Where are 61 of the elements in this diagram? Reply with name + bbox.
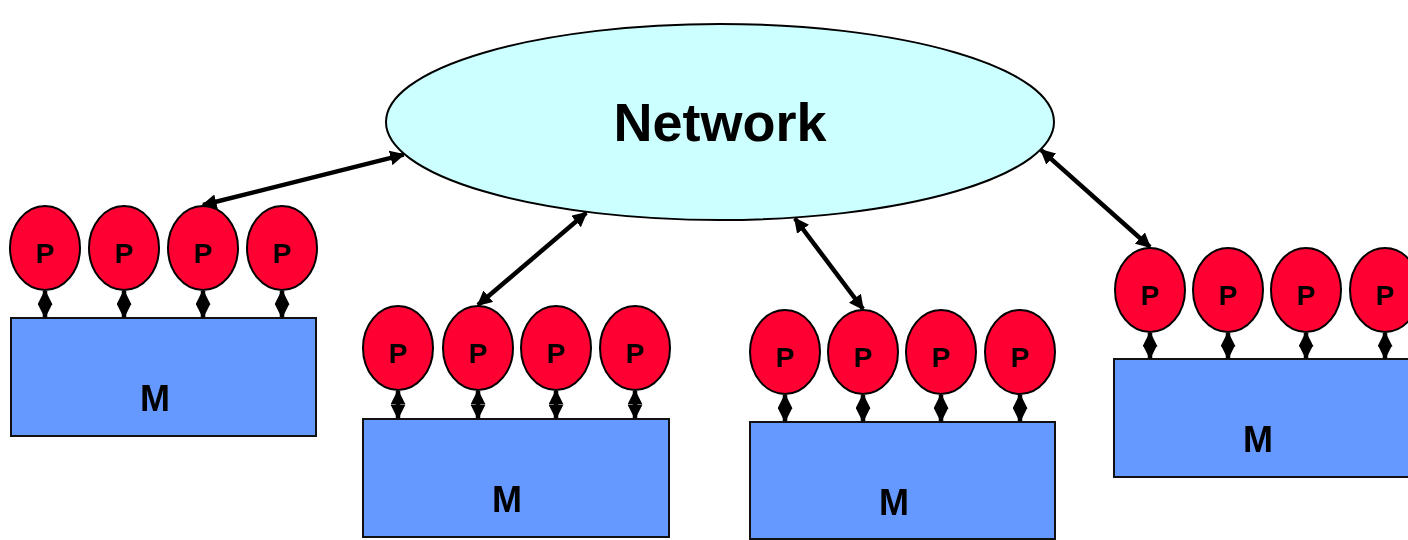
double-arrow <box>274 289 290 319</box>
processor-circle <box>984 309 1056 395</box>
node-label: M <box>879 484 909 521</box>
double-arrow <box>1012 393 1028 423</box>
node-label: M <box>1243 422 1273 458</box>
node-label: P <box>1010 344 1030 372</box>
double-arrow <box>195 289 211 319</box>
double-arrow <box>1377 331 1393 360</box>
processor-circle <box>749 309 821 395</box>
node-label: P <box>272 240 292 268</box>
memory-box <box>362 418 670 538</box>
node-label: P <box>468 340 488 368</box>
processor-circle <box>1270 247 1342 333</box>
double-arrow <box>37 289 53 319</box>
node-label: P <box>388 340 408 368</box>
processor-circle <box>827 309 899 395</box>
node-label: P <box>931 344 951 372</box>
double-arrow <box>1298 331 1314 360</box>
double-arrow <box>1039 148 1152 249</box>
network-label: Network <box>613 95 827 149</box>
processor-circle <box>520 305 592 391</box>
node-label: P <box>775 344 795 372</box>
double-arrow <box>470 389 486 420</box>
node-label: M <box>140 381 170 417</box>
node-label: P <box>1375 282 1395 310</box>
node-label: P <box>1140 282 1160 310</box>
double-arrow <box>777 393 793 423</box>
memory-box <box>1113 358 1408 478</box>
processor-circle <box>9 205 81 291</box>
node-label: P <box>1218 282 1238 310</box>
node-label: P <box>1296 282 1316 310</box>
node-label: P <box>193 240 213 268</box>
double-arrow <box>933 393 949 423</box>
double-arrow <box>627 389 643 420</box>
double-arrow <box>1220 331 1236 360</box>
processor-circle <box>88 205 160 291</box>
node-label: P <box>625 340 645 368</box>
processor-circle <box>1114 247 1186 333</box>
double-arrow <box>855 393 871 423</box>
processor-circle <box>362 305 434 391</box>
node-label: P <box>853 344 873 372</box>
processor-circle <box>1192 247 1264 333</box>
node-label: P <box>35 240 55 268</box>
memory-box <box>749 421 1056 540</box>
processor-circle <box>905 309 977 395</box>
node-label: P <box>114 240 134 268</box>
double-arrow <box>1142 331 1158 360</box>
double-arrow <box>793 217 865 311</box>
node-label: P <box>546 340 566 368</box>
processor-circle <box>442 305 514 391</box>
memory-box <box>10 317 317 437</box>
node-label: M <box>492 482 522 518</box>
processor-circle <box>246 205 318 291</box>
processor-circle <box>167 205 239 291</box>
double-arrow <box>548 389 564 420</box>
network-ellipse <box>385 23 1055 221</box>
double-arrow <box>390 389 406 420</box>
double-arrow <box>476 211 588 307</box>
processor-circle <box>599 305 671 391</box>
double-arrow <box>116 289 132 319</box>
double-arrow <box>201 150 406 209</box>
